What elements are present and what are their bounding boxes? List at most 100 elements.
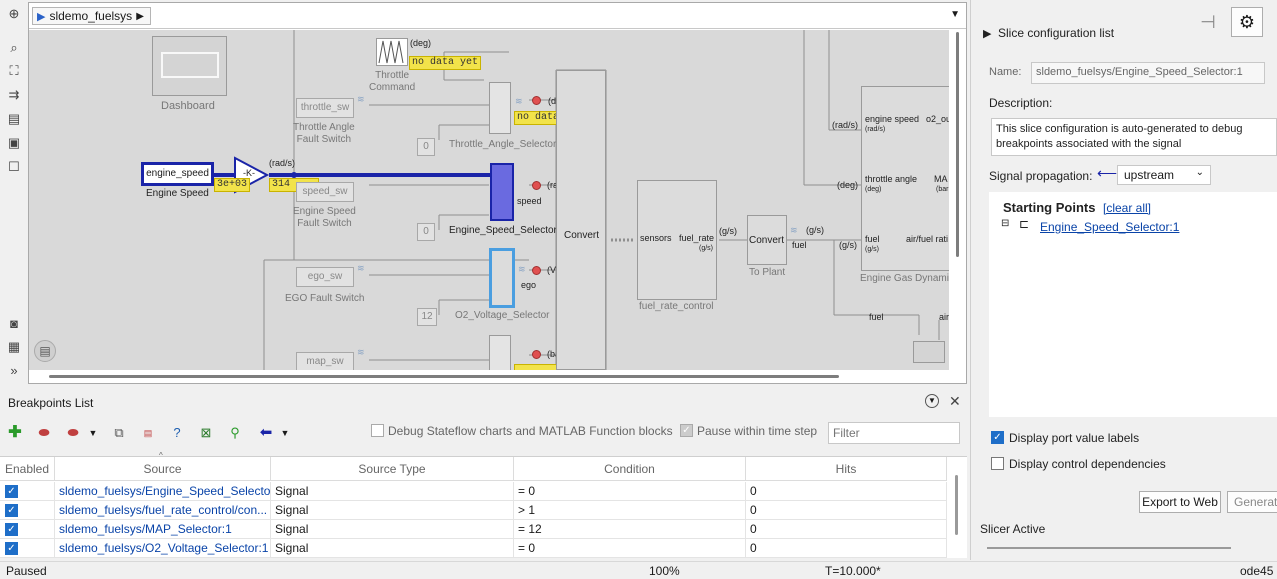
dashboard-block[interactable] (152, 36, 227, 96)
breadcrumb[interactable]: ▶ sldemo_fuelsys ▶ (32, 7, 151, 25)
condition-cell[interactable]: > 1 (514, 501, 746, 520)
slice-name-field[interactable]: sldemo_fuelsys/Engine_Speed_Selector:1 (1031, 62, 1265, 84)
breakpoint-dot[interactable] (532, 181, 541, 190)
chevron-down-icon[interactable]: ▼ (88, 428, 98, 438)
throttle-const-block[interactable]: 0 (417, 138, 435, 156)
model-diagram[interactable]: Dashboard (deg) Throttle Command no data… (29, 30, 949, 370)
propagation-value: upstream (1124, 168, 1175, 182)
add-breakpoint-icon[interactable]: ✚ (8, 424, 22, 441)
condition-cell[interactable]: = 0 (514, 482, 746, 501)
scope-block[interactable] (913, 341, 945, 363)
fit-to-view-icon[interactable]: ⛶ (9, 63, 19, 78)
table-row[interactable]: ✓ sldemo_fuelsys/O2_Voltage_Selector:1 S… (0, 539, 947, 558)
pause-within-checkbox[interactable]: ✓ (680, 424, 693, 437)
step-icon[interactable]: ▤ (143, 428, 153, 438)
table-scrollbar[interactable] (955, 475, 958, 535)
chevron-down-icon[interactable]: ▼ (925, 394, 939, 408)
description-field[interactable]: This slice configuration is auto-generat… (991, 118, 1277, 156)
filter-icon[interactable]: ⊠ (200, 425, 212, 440)
arrow-left-icon[interactable]: ⬅ (259, 424, 273, 441)
column-header-enabled[interactable]: Enabled (0, 457, 55, 481)
table-row[interactable]: ✓ sldemo_fuelsys/fuel_rate_control/con..… (0, 501, 947, 520)
enabled-checkbox[interactable]: ✓ (5, 542, 18, 555)
throttle-sw-block[interactable]: throttle_sw (296, 98, 354, 118)
starting-point-link[interactable]: Engine_Speed_Selector:1 (1040, 220, 1180, 234)
breakpoint-dot[interactable] (532, 96, 541, 105)
map-sw-block[interactable]: map_sw (296, 352, 354, 370)
source-cell[interactable]: sldemo_fuelsys/O2_Voltage_Selector:1 (55, 539, 271, 558)
camera-icon[interactable]: ◙ (10, 316, 18, 331)
zoom-icon[interactable]: ⌕ (10, 40, 18, 55)
solver-name[interactable]: ode45 (1240, 564, 1274, 578)
remove-breakpoint-icon[interactable]: ⬬ (38, 425, 50, 440)
area-icon[interactable]: ☐ (8, 159, 20, 174)
horizontal-scrollbar[interactable] (29, 370, 966, 383)
source-cell[interactable]: sldemo_fuelsys/fuel_rate_control/con... (55, 501, 271, 520)
throttle-selector-block[interactable] (489, 82, 511, 134)
remove-all-icon[interactable]: ⬬ (67, 425, 79, 440)
image-icon[interactable]: ▣ (7, 135, 21, 150)
throttle-selector-out: (d (548, 96, 557, 106)
source-cell[interactable]: sldemo_fuelsys/Engine_Speed_Selecto... (55, 482, 271, 501)
condition-cell[interactable]: = 0 (514, 539, 746, 558)
breakpoint-dot[interactable] (532, 266, 541, 275)
left-toolstrip: ⊕ ⌕ ⛶ ⇉ ▤ ▣ ☐ ◙ ▦ » (0, 0, 28, 384)
annotation-icon[interactable]: ▤ (7, 111, 21, 126)
ego-sw-block[interactable]: ego_sw (296, 267, 354, 287)
column-header-source-type[interactable]: Source Type (271, 457, 514, 481)
arrow-right-icon[interactable]: ⇉ (8, 87, 20, 102)
display-port-values-checkbox[interactable]: ✓ (991, 431, 1004, 444)
engine-speed-source[interactable]: engine_speed (141, 162, 214, 186)
clear-all-link[interactable]: [clear all] (1103, 201, 1152, 215)
eg-bar-label: (bar (936, 186, 949, 193)
help-icon[interactable]: ? (173, 425, 181, 440)
export-to-web-button[interactable]: Export to Web (1139, 491, 1221, 513)
vertical-scrollbar[interactable] (950, 30, 966, 370)
enabled-checkbox[interactable]: ✓ (5, 523, 18, 536)
enabled-checkbox[interactable]: ✓ (5, 504, 18, 517)
throttle-command-block[interactable] (376, 38, 408, 66)
column-header-condition[interactable]: Condition (514, 457, 746, 481)
source-cell[interactable]: sldemo_fuelsys/MAP_Selector:1 (55, 520, 271, 539)
gear-icon[interactable]: ⚙ (1231, 7, 1263, 37)
chevron-down-icon[interactable]: ▼ (280, 428, 290, 438)
engine-gas-dynamics-block[interactable] (861, 86, 949, 271)
fuel-rate-control-block[interactable] (637, 180, 717, 300)
location-pin-icon[interactable]: ⚲ (230, 425, 240, 440)
generate-button[interactable]: Generate (1227, 491, 1277, 513)
air-bottom-label: air (939, 312, 949, 322)
hide-show-browser-icon[interactable]: ⊕ (8, 6, 20, 21)
ego-const-block[interactable]: 12 (417, 308, 437, 326)
expand-triangle-icon[interactable]: ▶ (983, 28, 992, 40)
condition-cell[interactable]: = 12 (514, 520, 746, 539)
engine-speed-selector-block[interactable] (490, 163, 514, 221)
table-row[interactable]: ✓ sldemo_fuelsys/MAP_Selector:1 Signal =… (0, 520, 947, 539)
breakpoint-dot[interactable] (532, 350, 541, 359)
o2-voltage-selector-block[interactable] (489, 248, 515, 308)
model-browser-icon[interactable]: ▦ (7, 339, 21, 354)
signal-propagation-select[interactable]: upstream ⌄ (1117, 165, 1211, 185)
highlight-icon[interactable]: ⧉ (114, 425, 124, 440)
convert-to-plant-block[interactable] (747, 215, 787, 265)
debug-stateflow-checkbox[interactable] (371, 424, 384, 437)
enabled-checkbox[interactable]: ✓ (5, 485, 18, 498)
signal-icon: ≋ (515, 96, 523, 106)
slicer-toolbar-icon[interactable]: ⊣ (1200, 12, 1216, 32)
expand-icon[interactable]: » (10, 363, 18, 378)
collapse-icon[interactable]: ⊟ (1001, 218, 1010, 229)
hits-cell: 0 (746, 482, 947, 501)
filter-input[interactable] (828, 422, 960, 444)
convert-block[interactable] (556, 70, 606, 370)
map-selector-block[interactable] (489, 335, 511, 370)
debug-stateflow-label: Debug Stateflow charts and MATLAB Functi… (388, 424, 673, 438)
database-icon[interactable]: ▤ (34, 340, 56, 362)
chevron-down-icon[interactable]: ▼ (950, 9, 960, 20)
column-header-source[interactable]: Source (55, 457, 271, 481)
display-control-deps-checkbox[interactable] (991, 457, 1004, 470)
table-row[interactable]: ✓ sldemo_fuelsys/Engine_Speed_Selecto...… (0, 482, 947, 501)
speed-const-block[interactable]: 0 (417, 223, 435, 241)
column-header-hits[interactable]: Hits (746, 457, 947, 481)
close-icon[interactable]: ✕ (949, 393, 961, 409)
speed-sw-block[interactable]: speed_sw (296, 182, 354, 202)
signal-icon: ≋ (357, 347, 365, 357)
